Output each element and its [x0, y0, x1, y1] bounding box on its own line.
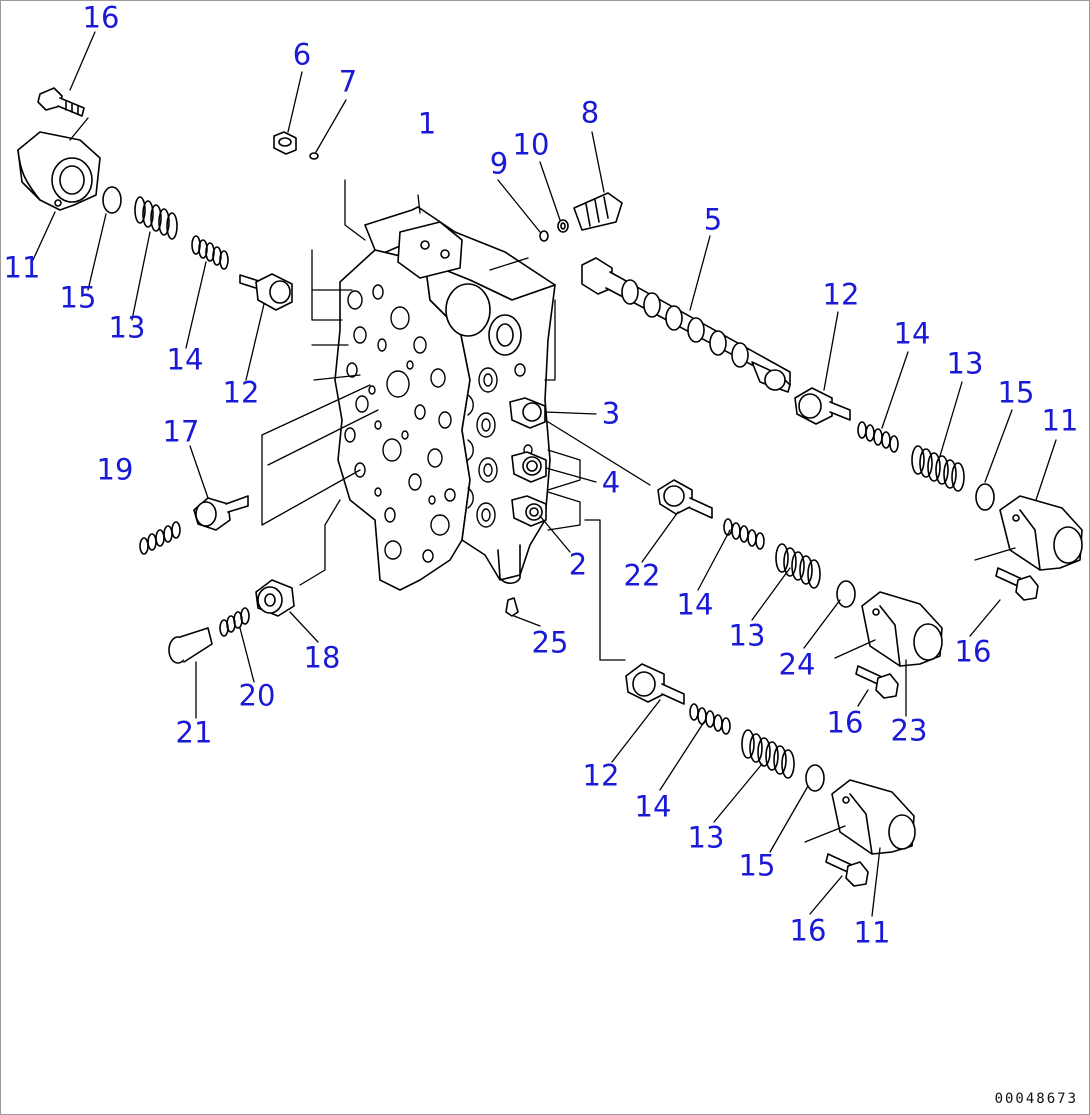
oring-9 — [539, 230, 549, 242]
valve-body — [273, 131, 623, 617]
bolt-16-right-top — [995, 567, 1039, 601]
callout-17: 17 — [162, 414, 200, 449]
callout-13: 13 — [946, 346, 984, 381]
plug-boss-4 — [511, 451, 547, 483]
callout-14: 14 — [893, 316, 931, 351]
callout-14: 14 — [634, 789, 672, 824]
oring-15-left — [102, 186, 122, 214]
oring-24 — [836, 580, 856, 608]
cap-11-left — [17, 131, 101, 211]
plug-17 — [193, 495, 249, 531]
callout-11: 11 — [3, 250, 41, 285]
bolt-16-bottom — [825, 853, 869, 887]
bolt-16-middle — [855, 665, 899, 699]
washer-10 — [557, 219, 569, 233]
callout-22: 22 — [623, 558, 661, 593]
spring-14-bottom — [689, 703, 731, 735]
spring-20 — [219, 607, 250, 637]
spring-19 — [139, 521, 181, 555]
retainer-12-bottom — [625, 663, 685, 705]
callout-20: 20 — [238, 678, 276, 713]
oring-15-bottom — [805, 764, 825, 792]
callout-14: 14 — [676, 587, 714, 622]
callout-10: 10 — [512, 127, 550, 162]
callout-5: 5 — [703, 202, 723, 237]
callout-15: 15 — [59, 280, 97, 315]
drawing-number: 00048673 — [994, 1091, 1078, 1107]
plug-boss-3 — [509, 397, 546, 429]
callout-16: 16 — [826, 705, 864, 740]
spring-14-right-top — [857, 421, 899, 453]
callout-18: 18 — [303, 640, 341, 675]
callout-13: 13 — [108, 310, 146, 345]
callout-12: 12 — [222, 375, 260, 410]
cap-23 — [861, 591, 943, 667]
callout-3: 3 — [601, 396, 621, 431]
callout-12: 12 — [582, 758, 620, 793]
callout-24: 24 — [778, 647, 816, 682]
reference-lines — [261, 179, 651, 661]
callout-13: 13 — [687, 820, 725, 855]
oring-15-right-top — [975, 483, 995, 511]
cap-11-bottom — [831, 779, 916, 855]
retainer-12-left — [239, 273, 293, 311]
callout-2: 2 — [568, 547, 588, 582]
spring-13-middle — [775, 543, 821, 589]
fitting-25 — [505, 597, 519, 617]
callout-16: 16 — [954, 634, 992, 669]
callout-14: 14 — [166, 342, 204, 377]
callout-6: 6 — [292, 37, 312, 72]
callout-11: 11 — [1041, 403, 1079, 438]
retainer-12-right-top — [794, 387, 851, 425]
callout-16: 16 — [82, 0, 120, 35]
callout-11: 11 — [853, 915, 891, 950]
callout-13: 13 — [728, 618, 766, 653]
spring-13-bottom — [741, 729, 795, 779]
plug-boss-2 — [511, 495, 547, 527]
spring-13-right-top — [911, 445, 965, 492]
callout-12: 12 — [822, 277, 860, 312]
callout-8: 8 — [580, 95, 600, 130]
callout-leaders — [32, 31, 1057, 917]
callout-9: 9 — [489, 146, 509, 181]
plug-8 — [573, 192, 623, 231]
callout-1: 1 — [417, 106, 437, 141]
spool-5 — [581, 257, 791, 393]
callout-4: 4 — [601, 465, 621, 500]
callout-16: 16 — [789, 913, 827, 948]
callout-7: 7 — [338, 64, 358, 99]
callout-21: 21 — [175, 715, 213, 750]
bolt-16-left — [37, 87, 85, 117]
cap-11-right-top — [999, 495, 1083, 571]
callout-15: 15 — [738, 848, 776, 883]
spring-14-middle — [723, 518, 765, 550]
poppet-21 — [168, 627, 213, 664]
spring-14-left — [191, 235, 229, 270]
callout-23: 23 — [890, 713, 928, 748]
plug-18 — [255, 579, 295, 617]
callout-25: 25 — [531, 625, 569, 660]
plug-6 — [273, 131, 297, 155]
spring-13-left — [134, 196, 178, 240]
callout-19: 19 — [96, 452, 134, 487]
oring-7 — [309, 152, 319, 160]
callout-15: 15 — [997, 375, 1035, 410]
retainer-22 — [657, 479, 713, 519]
